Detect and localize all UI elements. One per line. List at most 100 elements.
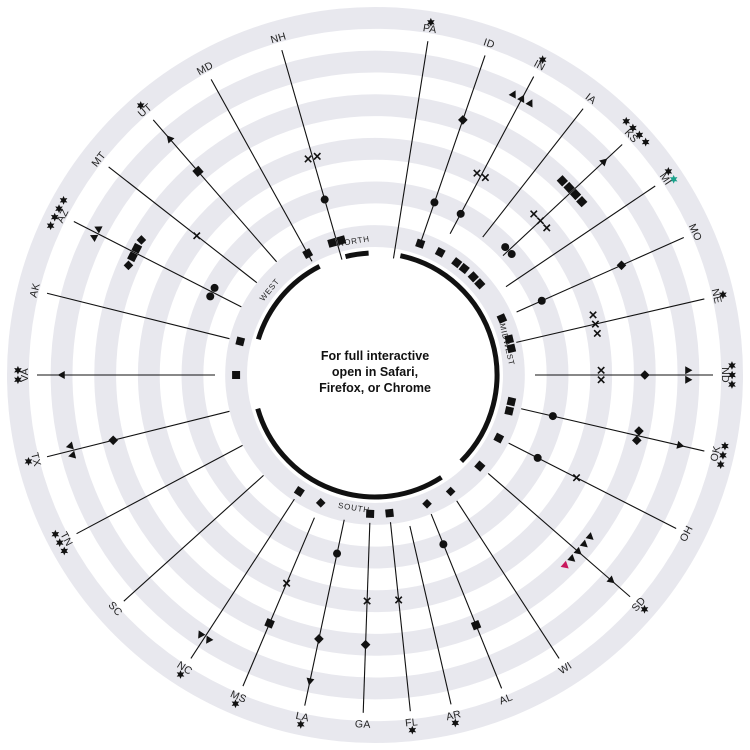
triangle-marker: [517, 94, 525, 103]
spoke-nh: [281, 49, 343, 260]
spoke-ga: [362, 522, 371, 713]
state-label-az: AZ: [54, 207, 71, 225]
star-marker: [231, 699, 240, 709]
triangle-marker: [606, 575, 615, 584]
center-disc: [247, 247, 503, 503]
triangle-marker: [198, 630, 206, 639]
state-label-mi: MI: [657, 171, 674, 188]
triangle-marker: [57, 371, 65, 379]
x-marker: [193, 231, 201, 240]
spoke-in: [449, 76, 535, 234]
region-arcs: [255, 250, 500, 500]
region-arc-midwest: [399, 253, 500, 464]
square-marker: [474, 460, 486, 472]
square-marker: [504, 406, 514, 416]
square-marker: [506, 396, 517, 407]
star-marker: [14, 365, 22, 375]
state-label-ak: AK: [28, 282, 43, 299]
star-marker: [664, 166, 673, 176]
x-marker: [313, 152, 322, 161]
spoke-az: [73, 221, 242, 308]
star-marker: [641, 137, 650, 147]
spoke-ms: [242, 517, 315, 687]
square-marker: [127, 251, 138, 263]
square-marker: [232, 371, 241, 379]
star-marker: [55, 204, 63, 214]
state-label-ne: NE: [709, 287, 724, 304]
circle-marker: [206, 292, 215, 301]
square-marker: [434, 246, 446, 258]
state-label-al: AL: [498, 691, 515, 707]
star-marker: [50, 212, 59, 222]
circle-marker: [533, 453, 542, 462]
spoke-mi: [505, 185, 656, 288]
triangle-marker: [508, 90, 516, 99]
center-message-line: For full interactive: [320, 349, 430, 363]
circle-marker: [507, 250, 516, 259]
square-marker: [302, 248, 314, 259]
square-marker: [467, 271, 479, 283]
spoke-sd: [487, 472, 631, 598]
triangle-marker: [206, 635, 214, 644]
square-marker: [556, 175, 568, 187]
spoke-wi: [456, 500, 560, 659]
spoke-id: [418, 55, 486, 247]
state-label-nd: ND: [719, 367, 731, 383]
state-spokes: [37, 41, 713, 713]
x-marker: [591, 320, 600, 328]
triangle-marker: [579, 539, 588, 548]
square-marker: [470, 619, 482, 631]
square-marker: [576, 196, 588, 208]
spoke-md: [210, 79, 313, 262]
spoke-ut: [152, 119, 278, 263]
state-label-la: LA: [294, 710, 310, 725]
region-arc-west: [255, 264, 321, 341]
triangle-marker: [65, 441, 74, 450]
state-label-tx: TX: [28, 451, 43, 468]
star-marker: [176, 670, 185, 679]
center-message-line: open in Safari,: [331, 365, 419, 379]
square-marker: [474, 278, 486, 290]
star-marker: [640, 604, 649, 614]
star-marker: [427, 17, 435, 27]
square-marker: [293, 485, 305, 498]
triangle-marker: [560, 560, 569, 569]
square-marker: [504, 334, 514, 344]
square-marker: [264, 618, 275, 629]
state-label-ga: GA: [355, 718, 371, 731]
circle-marker: [501, 243, 510, 252]
star-marker: [408, 725, 417, 735]
circle-marker: [210, 283, 219, 292]
square-marker: [569, 188, 582, 201]
circle-marker: [548, 412, 557, 421]
star-marker: [728, 370, 736, 380]
star-marker: [451, 718, 460, 728]
diamond-marker: [136, 235, 147, 245]
x-marker: [597, 375, 605, 384]
region-arc-south: [255, 407, 443, 500]
star-marker: [721, 441, 729, 451]
star-marker: [622, 116, 631, 126]
x-marker: [589, 311, 597, 319]
x-marker: [394, 596, 403, 604]
triangle-marker: [685, 375, 693, 384]
circle-marker: [333, 549, 342, 558]
triangle-marker: [573, 546, 582, 555]
square-marker: [563, 181, 575, 194]
square-marker: [458, 262, 470, 275]
square-marker: [131, 242, 143, 254]
square-marker: [493, 432, 505, 444]
background-rings: [7, 7, 743, 743]
state-label-ok: OK: [708, 445, 723, 463]
star-marker: [728, 361, 736, 370]
star-marker: [136, 101, 145, 110]
spoke-pa: [392, 41, 429, 259]
square-marker: [415, 238, 426, 249]
star-marker: [51, 529, 60, 539]
center-message: For full interactive open in Safari, Fir…: [275, 348, 475, 396]
triangle-marker: [599, 158, 608, 167]
circle-marker: [320, 195, 329, 204]
x-marker: [572, 473, 581, 482]
x-marker: [304, 155, 312, 163]
triangle-marker: [585, 532, 594, 540]
